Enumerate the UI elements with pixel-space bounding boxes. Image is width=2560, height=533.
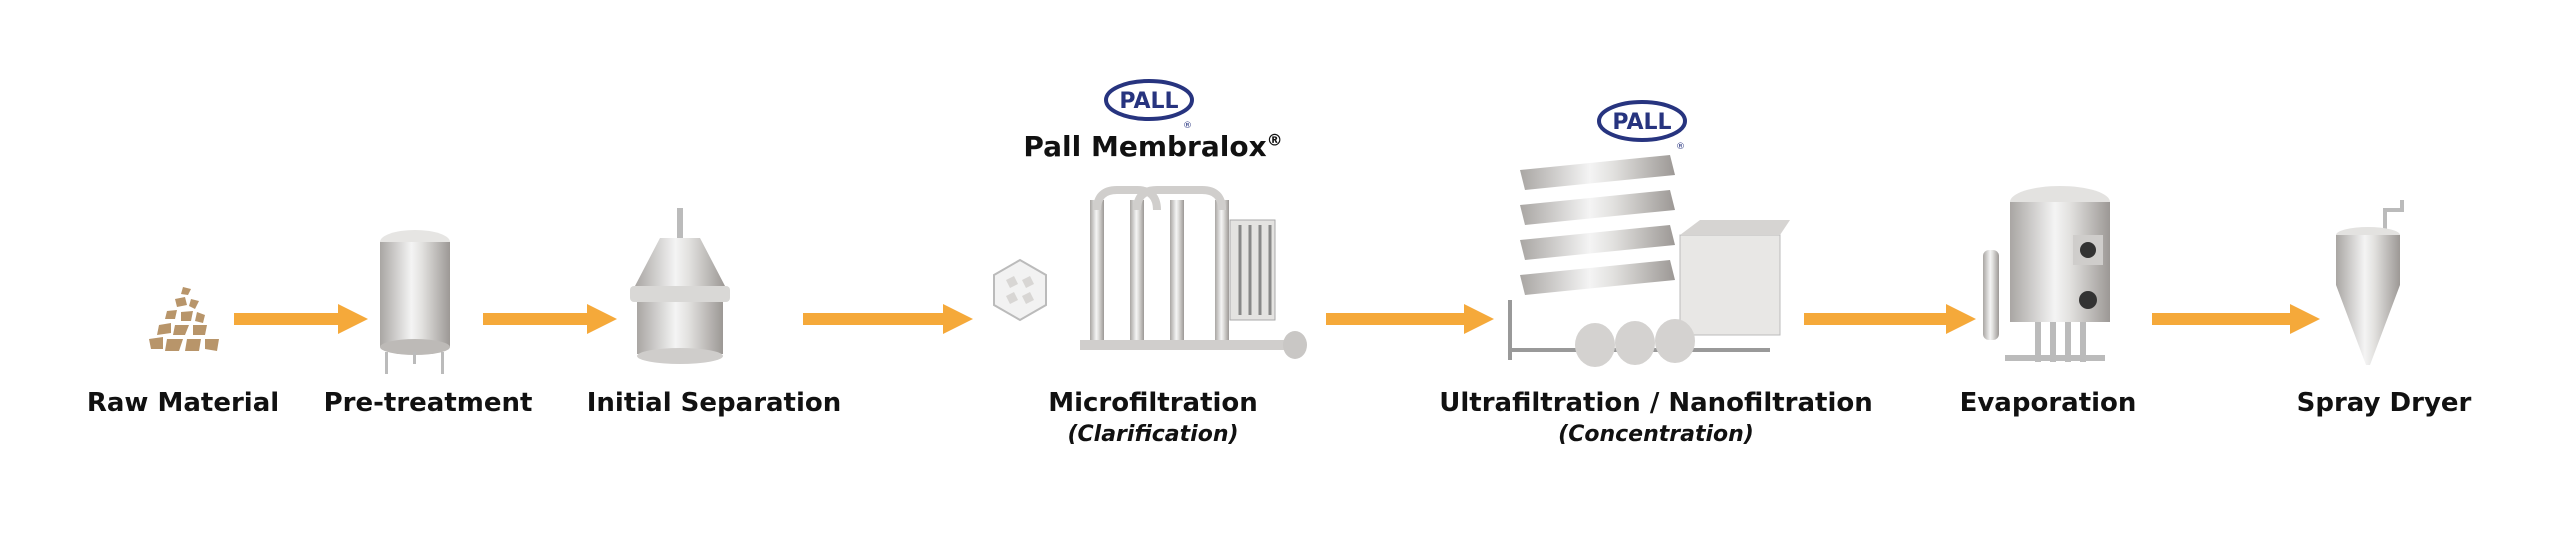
step-label-raw-material: Raw Material xyxy=(86,388,280,418)
brand-name: Pall Membralox® xyxy=(1023,130,1283,163)
flow-arrow xyxy=(234,304,368,334)
step-label-initial-separation: Initial Separation xyxy=(586,388,842,418)
uf-nf-skid-icon xyxy=(1508,155,1790,367)
step-label-ultrafiltration-nanofiltration: Ultrafiltration / Nanofiltration xyxy=(1439,388,1873,418)
membralox-system-icon xyxy=(993,186,1307,359)
pall-logo: PALL ® xyxy=(1104,79,1194,131)
pall-logo: PALL ® xyxy=(1597,100,1687,152)
tank-icon xyxy=(380,230,450,374)
flow-arrow xyxy=(1804,304,1976,334)
step-sublabel-concentration: (Concentration) xyxy=(1558,422,1754,447)
raw-material-pile-icon xyxy=(149,287,219,351)
separator-icon xyxy=(630,208,730,364)
svg-text:PALL: PALL xyxy=(1612,110,1671,135)
evaporator-icon xyxy=(1983,186,2110,362)
step-label-microfiltration: Microfiltration xyxy=(1048,388,1258,418)
svg-text:®: ® xyxy=(1676,142,1685,152)
step-sublabel-clarification: (Clarification) xyxy=(1067,422,1239,447)
step-label-spray-dryer: Spray Dryer xyxy=(2296,388,2472,418)
step-label-pre-treatment: Pre-treatment xyxy=(323,388,533,418)
flow-arrow xyxy=(483,304,617,334)
svg-text:PALL: PALL xyxy=(1119,89,1178,114)
flow-arrow xyxy=(803,304,973,334)
step-label-evaporation: Evaporation xyxy=(1959,388,2137,418)
flow-arrow xyxy=(1326,304,1494,334)
svg-text:®: ® xyxy=(1183,121,1192,131)
flow-arrow xyxy=(2152,304,2320,334)
spray-dryer-icon xyxy=(2336,200,2404,365)
